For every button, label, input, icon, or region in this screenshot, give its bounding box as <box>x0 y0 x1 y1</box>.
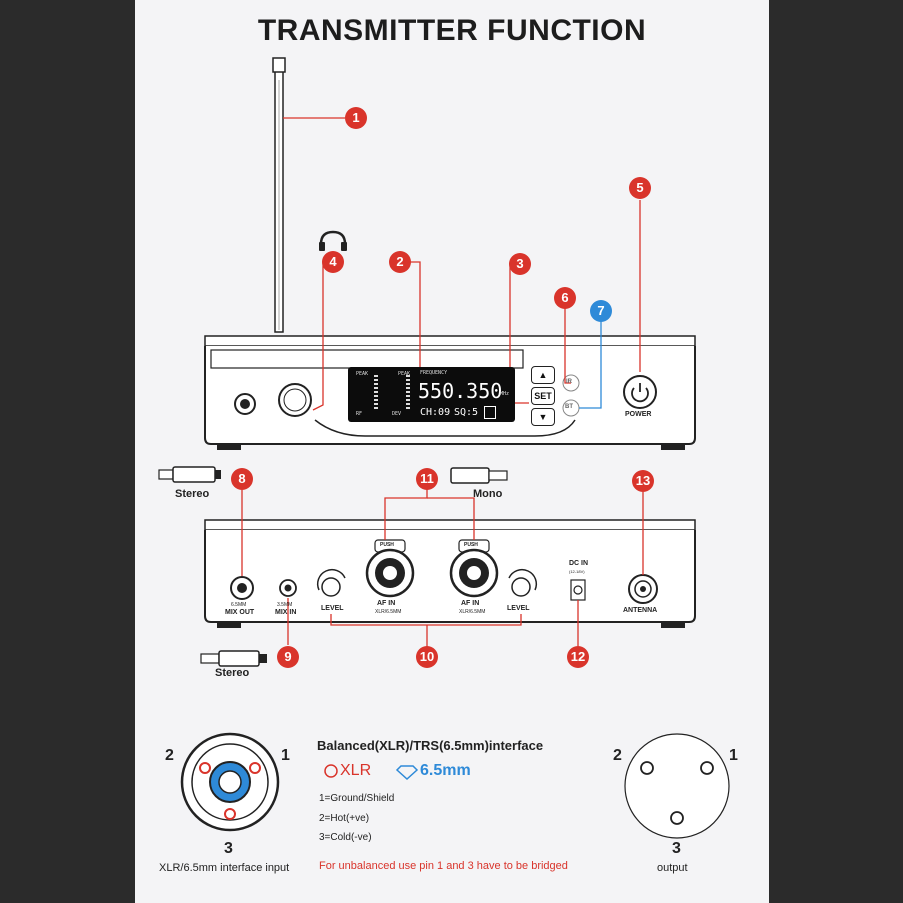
pin-1-desc: 1=Ground/Shield <box>319 793 395 804</box>
callout-8: 8 <box>231 468 253 490</box>
af-in-sub-2: XLR/6.5MM <box>459 609 486 615</box>
callout-6: 6 <box>554 287 576 309</box>
xlr-label: XLR <box>340 762 372 779</box>
lcd-display: PEAK RF PEAK DEV FREQUENCY 550.350 MHz C… <box>348 367 515 422</box>
callout-2: 2 <box>389 251 411 273</box>
antenna-label: ANTENNA <box>623 607 658 614</box>
meter-right-dev: DEV <box>392 411 402 417</box>
dev-meter-bar <box>406 375 410 411</box>
xlr-input-caption: XLR/6.5mm interface input <box>159 862 290 874</box>
meter-right-peak: PEAK <box>398 371 411 377</box>
channel-readout: CH:09 <box>420 407 451 418</box>
unbalanced-note: For unbalanced use pin 1 and 3 have to b… <box>319 860 568 872</box>
trs-label: 6.5mm <box>420 762 471 779</box>
power-button[interactable] <box>624 376 656 408</box>
callout-3: 3 <box>509 253 531 275</box>
callout-10: 10 <box>416 646 438 668</box>
output-caption: output <box>657 862 688 874</box>
interface-heading: Balanced(XLR)/TRS(6.5mm)interface <box>317 738 544 753</box>
pin-3-right: 3 <box>672 840 681 857</box>
af-in-label-2: AF IN <box>461 600 480 607</box>
manual-page: TRANSMITTER FUNCTION <box>135 0 769 903</box>
stereo-mini-plug-label: Stereo <box>215 667 250 679</box>
rf-meter-bar <box>374 375 378 411</box>
pin-2-desc: 2=Hot(+ve) <box>319 813 370 824</box>
pin-2-right: 2 <box>613 747 622 764</box>
af-in-label-1: AF IN <box>377 600 396 607</box>
meter-left-rf: RF <box>356 411 363 417</box>
callout-9: 9 <box>277 646 299 668</box>
bt-label: BT <box>565 404 573 410</box>
device-illustration <box>158 57 730 839</box>
power-label: POWER <box>625 411 652 418</box>
meter-left-peak: PEAK <box>356 371 369 377</box>
level-right-label: LEVEL <box>507 605 530 612</box>
down-button[interactable]: ▼ <box>531 408 555 426</box>
up-button[interactable]: ▲ <box>531 366 555 384</box>
lock-icon <box>484 406 496 419</box>
mix-in-label: MIX IN <box>275 609 297 616</box>
pin-3-desc: 3=Cold(-ve) <box>319 832 372 843</box>
dc-in-sub: (12-18V) <box>569 569 585 574</box>
pin-1-right: 1 <box>729 747 738 764</box>
mono-plug-label: Mono <box>473 488 503 500</box>
push-label-2: PUSH <box>464 542 478 548</box>
pin-1-left: 1 <box>281 747 290 764</box>
callout-1: 1 <box>345 107 367 129</box>
frequency-readout: 550.350 <box>418 379 503 403</box>
mix-out-size: 6.5MM <box>231 602 247 608</box>
stereo-plug-label: Stereo <box>175 488 210 500</box>
mix-out-label: MIX OUT <box>225 609 255 616</box>
pin-2-left: 2 <box>165 747 174 764</box>
squelch-readout: SQ:5 <box>454 407 479 418</box>
page-title: TRANSMITTER FUNCTION <box>257 14 647 47</box>
level-left-label: LEVEL <box>321 605 344 612</box>
callout-4: 4 <box>322 251 344 273</box>
ir-label: IR <box>566 379 572 385</box>
callout-11: 11 <box>416 468 438 490</box>
set-button[interactable]: SET <box>531 387 555 405</box>
pin-3-left: 3 <box>224 840 233 857</box>
callout-12: 12 <box>567 646 589 668</box>
push-label-1: PUSH <box>380 542 394 548</box>
af-in-sub-1: XLR/6.5MM <box>375 609 402 615</box>
frequency-unit: MHz <box>500 391 510 397</box>
callout-5: 5 <box>629 177 651 199</box>
callout-13: 13 <box>632 470 654 492</box>
dc-in-label: DC IN <box>569 560 589 567</box>
frequency-label: FREQUENCY <box>420 370 448 376</box>
callout-7: 7 <box>590 300 612 322</box>
mix-in-size: 3.5MM <box>277 602 293 608</box>
